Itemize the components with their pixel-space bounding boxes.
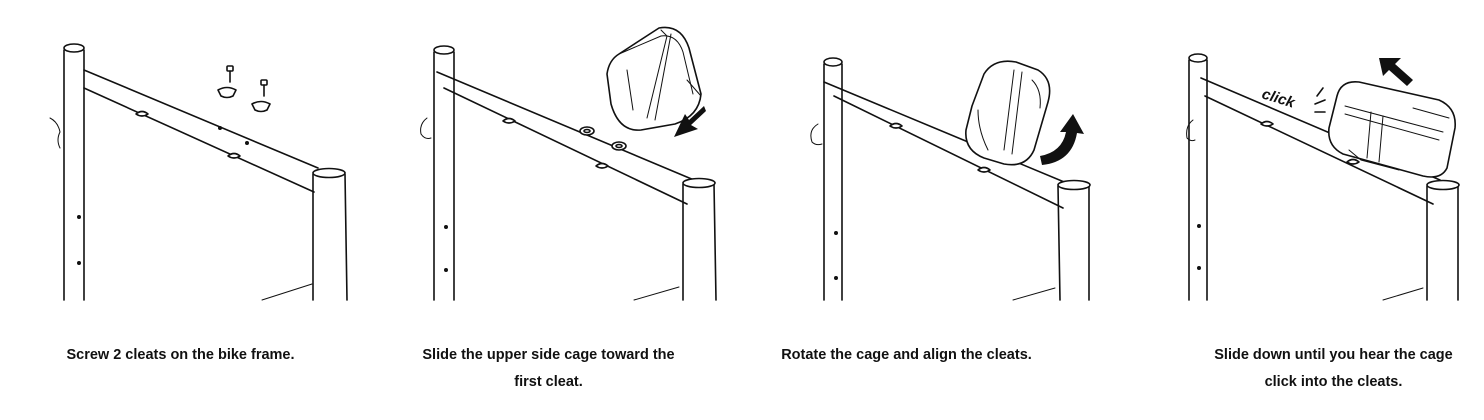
click-label: click — [1260, 86, 1298, 112]
step-4-caption-line-2: click into the cleats. — [1264, 374, 1403, 390]
step-2-panel: Slide the upper side cage toward the fir… — [371, 0, 742, 420]
cleat-icon — [217, 86, 271, 113]
step-1-illustration — [49, 43, 348, 301]
step-4-illustration: click — [1186, 53, 1460, 301]
step-2-caption-line-2: first cleat. — [514, 374, 583, 390]
step-4-caption: Slide down until you hear the cage click… — [1148, 342, 1484, 396]
arrow-down-left-icon — [674, 106, 706, 137]
step-2-caption: Slide the upper side cage toward the fir… — [363, 342, 734, 396]
step-2-caption-line-1: Slide the upper side cage toward the — [422, 347, 675, 363]
bike-frame — [810, 57, 1091, 301]
step-2-illustration — [420, 26, 717, 301]
step-1-caption: Screw 2 cleats on the bike frame. — [0, 342, 366, 369]
bike-frame — [420, 45, 717, 301]
step-3-illustration — [810, 57, 1091, 301]
step-3-panel: Rotate the cage and align the cleats. — [742, 0, 1113, 420]
bike-frame — [49, 43, 348, 301]
click-lines-icon — [1314, 87, 1326, 113]
step-4-caption-line-1: Slide down until you hear the cage — [1214, 347, 1453, 363]
bottle-cage-icon — [1327, 80, 1456, 178]
bike-frame — [1186, 53, 1460, 301]
step-1-panel: Screw 2 cleats on the bike frame. — [0, 0, 371, 420]
rotate-arrow-icon — [1040, 114, 1084, 165]
step-3-caption: Rotate the cage and align the cleats. — [721, 342, 1092, 369]
bottle-cage-icon — [965, 60, 1051, 166]
bolt-icon — [226, 65, 268, 97]
step-1-caption-line-1: Screw 2 cleats on the bike frame. — [66, 347, 295, 363]
step-4-panel: click Slide down until you hear the cage… — [1113, 0, 1484, 420]
arrow-up-left-icon — [1379, 58, 1413, 86]
step-3-caption-line-1: Rotate the cage and align the cleats. — [781, 347, 1032, 363]
bottle-cage-icon — [606, 26, 702, 131]
